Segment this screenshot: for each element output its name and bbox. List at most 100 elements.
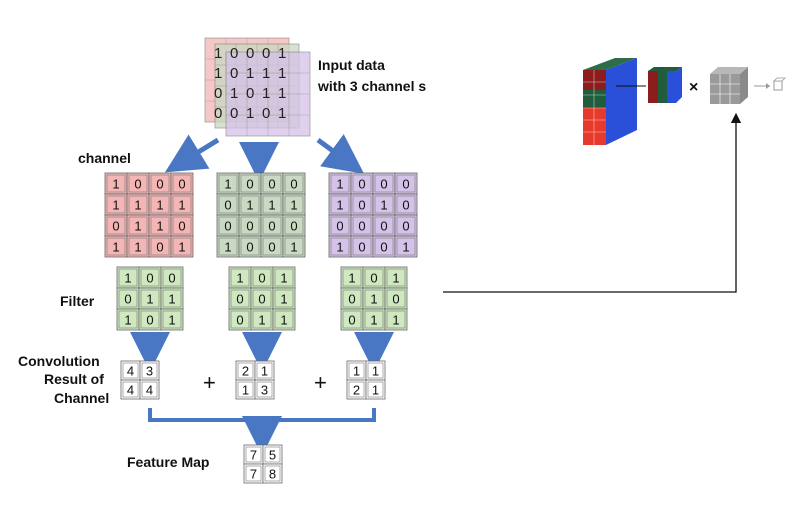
result-grid-value: 4 xyxy=(146,383,153,398)
filter-grid-value: 1 xyxy=(168,313,175,328)
feature-map-label: Feature Map xyxy=(127,454,209,470)
channel-grid-cell-inner xyxy=(240,216,260,235)
result-grid-cell-inner xyxy=(367,381,384,398)
filter-grid-value: 1 xyxy=(280,292,287,307)
filter-grid-cell-inner xyxy=(118,289,138,308)
filter-grid-value: 0 xyxy=(168,271,175,286)
channel-grid-value: 1 xyxy=(336,177,343,192)
channel-grid-cell-inner xyxy=(150,174,170,193)
input-data-subtitle: with 3 channel s xyxy=(317,78,426,94)
input-digit: 0 xyxy=(246,85,254,102)
channel-grid-cell-inner xyxy=(150,237,170,256)
filter-grid-cell-inner xyxy=(140,310,160,329)
filter-grid-cell xyxy=(272,308,296,331)
channel-grid-cell-inner xyxy=(396,216,416,235)
filter-grid-cell-inner xyxy=(162,310,182,329)
filter-grid-value: 0 xyxy=(146,271,153,286)
feature-map-value: 8 xyxy=(269,467,276,482)
filter-grid-value: 1 xyxy=(124,271,131,286)
channel-grid-cell-inner xyxy=(106,216,126,235)
filter-grid-cell-inner xyxy=(252,268,272,287)
result-grid-value: 3 xyxy=(261,383,268,398)
channel-grid-cell-inner xyxy=(128,195,148,214)
channel-grid-value: 1 xyxy=(380,198,387,213)
input-digit: 1 xyxy=(278,65,286,82)
input-digit: 0 xyxy=(214,105,222,122)
channel-grid-cell-inner xyxy=(172,216,192,235)
channel-grid-value: 0 xyxy=(358,198,365,213)
channel-grid-value: 1 xyxy=(112,240,119,255)
filter-grid-value: 1 xyxy=(236,271,243,286)
filter-grid-value: 1 xyxy=(168,292,175,307)
conv-label-3: Channel xyxy=(54,390,109,406)
channel-grid-value: 0 xyxy=(178,219,185,234)
result-grid-cell-inner xyxy=(348,381,365,398)
channel-grid-value: 0 xyxy=(290,177,297,192)
channel-grid-cell xyxy=(394,235,418,258)
channel-grid-value: 1 xyxy=(134,198,141,213)
connector-line xyxy=(443,112,742,293)
filter-grid-value: 0 xyxy=(236,292,243,307)
input-digit: 0 xyxy=(230,105,238,122)
channel-grid-value: 1 xyxy=(156,198,163,213)
channel-grid-value: 0 xyxy=(134,177,141,192)
channel-grid-cell-inner xyxy=(330,174,350,193)
feature-map-cell-inner xyxy=(264,465,281,482)
input-digit: 0 xyxy=(262,105,270,122)
channel-grid-cell-inner xyxy=(284,216,304,235)
filter-label: Filter xyxy=(60,293,95,309)
channel-grid-value: 0 xyxy=(224,219,231,234)
filter-grid-value: 1 xyxy=(392,271,399,286)
filter-grid-cell-inner xyxy=(274,289,294,308)
channel-grid-value: 0 xyxy=(358,240,365,255)
channel-grid-cell-inner xyxy=(106,237,126,256)
filter-grid-cell xyxy=(384,308,408,331)
result-grid-value: 1 xyxy=(372,364,379,379)
input-digit: 0 xyxy=(262,45,270,62)
filter-grid-value: 0 xyxy=(370,271,377,286)
channel-grid-cell-inner xyxy=(128,216,148,235)
channel-grid-value: 1 xyxy=(336,240,343,255)
channel-grid-cell-inner xyxy=(374,174,394,193)
channel-grid-value: 0 xyxy=(156,240,163,255)
channel-grid-cell-inner xyxy=(106,195,126,214)
channel-grid-cell-inner xyxy=(284,174,304,193)
channel-grid-cell-inner xyxy=(330,195,350,214)
channel-grid-cell-inner xyxy=(352,174,372,193)
feature-map-value: 5 xyxy=(269,448,276,463)
channel-grid-value: 1 xyxy=(268,198,275,213)
input-digit: 1 xyxy=(246,65,254,82)
filter-grid-cell-inner xyxy=(252,310,272,329)
result-grid-value: 2 xyxy=(353,383,360,398)
feature-map-value: 7 xyxy=(250,448,257,463)
filter-grid-cell-inner xyxy=(162,268,182,287)
conv-label-1: Convolution xyxy=(18,353,100,369)
channel-grid-cell-inner xyxy=(240,237,260,256)
input-data-title: Input data xyxy=(318,57,385,73)
conv-label-2: Result of xyxy=(44,371,104,387)
channel-grid-value: 0 xyxy=(380,240,387,255)
result-grid-cell-inner xyxy=(367,362,384,379)
input-digit: 1 xyxy=(278,105,286,122)
result-grid-cell xyxy=(365,379,386,400)
filter-grid-cell-inner xyxy=(364,289,384,308)
channel-grid-value: 0 xyxy=(380,219,387,234)
channel-grid-cell-inner xyxy=(172,195,192,214)
filter-grid-cell-inner xyxy=(342,268,362,287)
channel-grid-cell-inner xyxy=(396,195,416,214)
channel-grid-value: 0 xyxy=(178,177,185,192)
channel-grid-value: 0 xyxy=(112,219,119,234)
input-digit: 1 xyxy=(278,45,286,62)
channel-grid-cell-inner xyxy=(330,237,350,256)
channel-grid-cell-inner xyxy=(240,174,260,193)
result-grid-value: 3 xyxy=(146,364,153,379)
filter-grid-value: 1 xyxy=(146,292,153,307)
channel-grid-value: 1 xyxy=(336,198,343,213)
filter-grid-value: 1 xyxy=(258,313,265,328)
channel-grid-cell xyxy=(282,235,306,258)
channel-grid-cell-inner xyxy=(262,195,282,214)
filter-grid-cell-inner xyxy=(364,268,384,287)
